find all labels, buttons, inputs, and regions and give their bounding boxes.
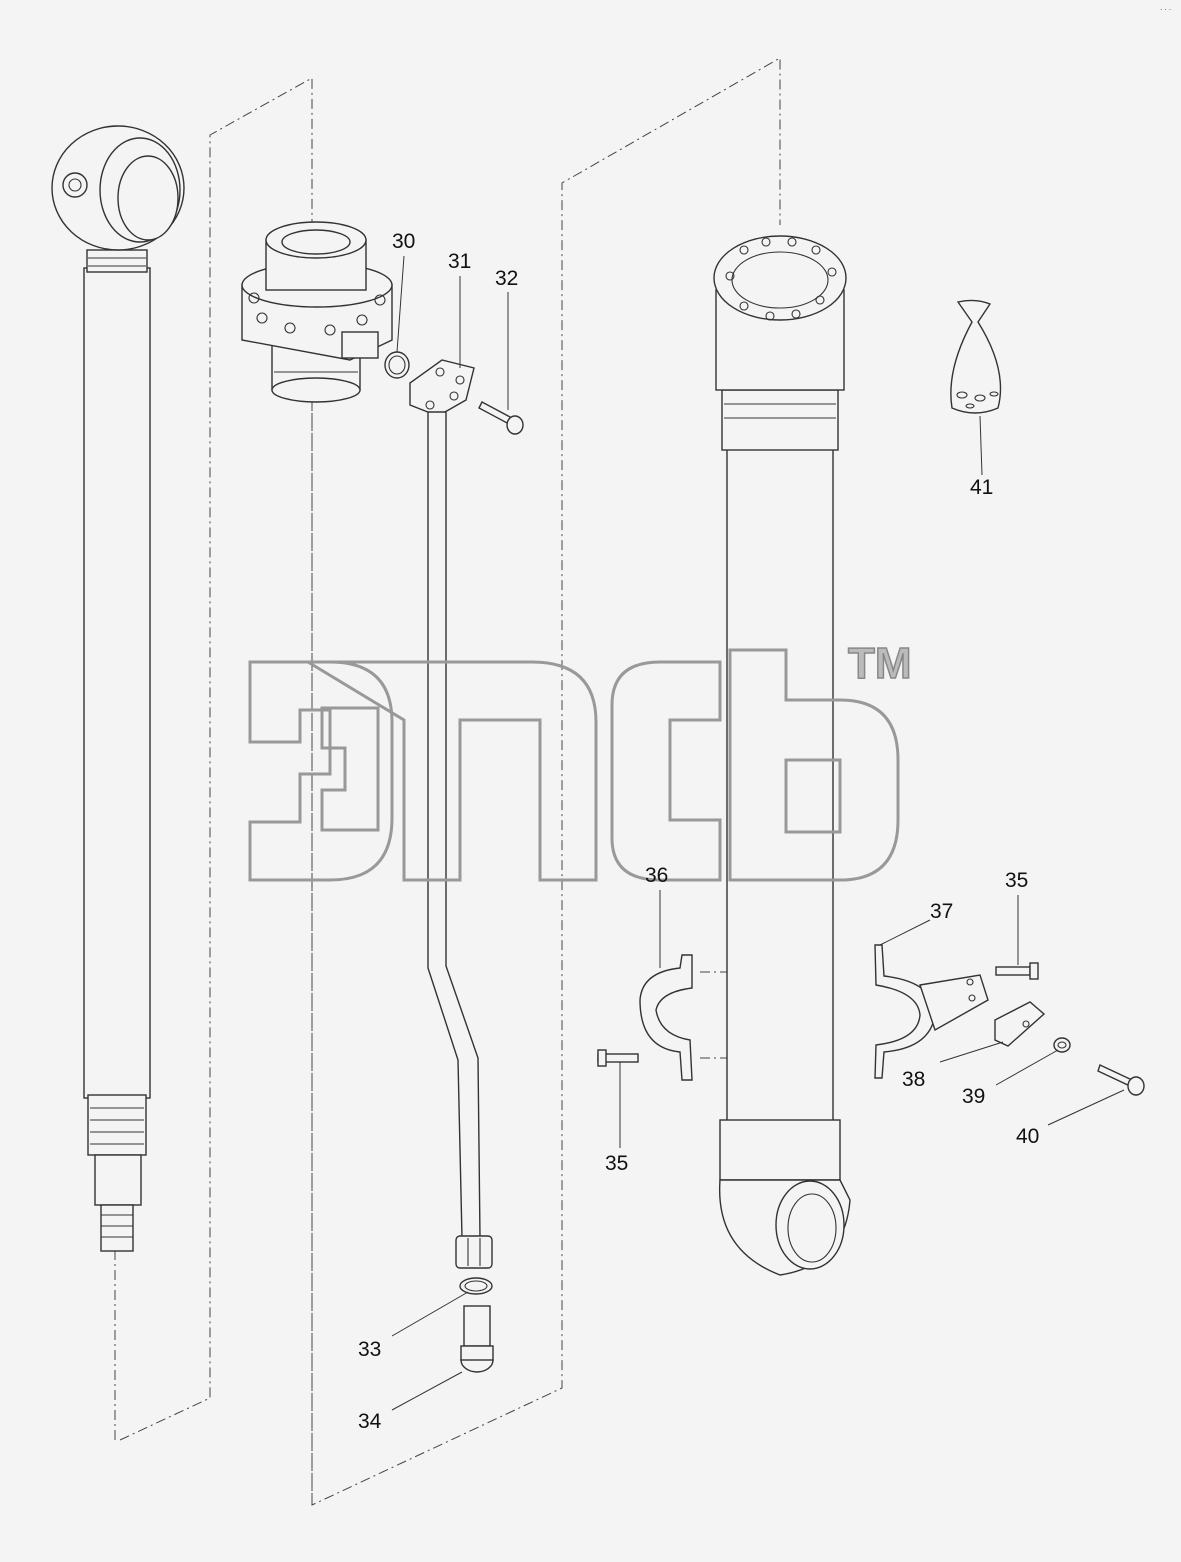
cylinder-tube bbox=[713, 235, 851, 1276]
callout-39: 39 bbox=[962, 1085, 985, 1108]
callout-33: 33 bbox=[358, 1338, 381, 1361]
callout-31: 31 bbox=[448, 250, 471, 273]
bolt-40 bbox=[1097, 1064, 1145, 1096]
grease-bag-41 bbox=[950, 299, 1002, 414]
callout-32: 32 bbox=[495, 267, 518, 290]
watermark-logo: TM bbox=[248, 638, 912, 882]
clamp-37 bbox=[874, 944, 989, 1079]
leader-lines bbox=[391, 255, 1125, 1411]
callout-37: 37 bbox=[930, 900, 953, 923]
watermark-trademark: TM bbox=[848, 639, 912, 688]
flange-31 bbox=[409, 359, 475, 417]
cylinder-head bbox=[241, 221, 393, 403]
bolt-32 bbox=[478, 401, 524, 435]
hydraulic-pipe bbox=[427, 411, 493, 1269]
callout-35-right: 35 bbox=[1005, 869, 1028, 892]
plug-34 bbox=[460, 1305, 494, 1373]
piston-rod bbox=[51, 125, 185, 1252]
bracket-38 bbox=[994, 1001, 1046, 1047]
callout-38: 38 bbox=[902, 1068, 925, 1091]
washer-39 bbox=[1053, 1037, 1071, 1053]
callout-41: 41 bbox=[970, 476, 993, 499]
callout-35-left: 35 bbox=[605, 1152, 628, 1175]
clamp-36 bbox=[597, 954, 693, 1081]
callout-36: 36 bbox=[645, 864, 668, 887]
callout-34: 34 bbox=[358, 1410, 382, 1433]
callout-40: 40 bbox=[1016, 1125, 1039, 1148]
callout-30: 30 bbox=[392, 230, 415, 253]
bolt-35-right bbox=[995, 962, 1039, 980]
o-ring-30 bbox=[384, 351, 410, 379]
corner-mark: · · · bbox=[1160, 6, 1171, 14]
o-ring-33 bbox=[459, 1277, 493, 1295]
callout-labels: 30 31 32 33 34 35 36 37 38 39 40 41 35 bbox=[358, 230, 1039, 1433]
